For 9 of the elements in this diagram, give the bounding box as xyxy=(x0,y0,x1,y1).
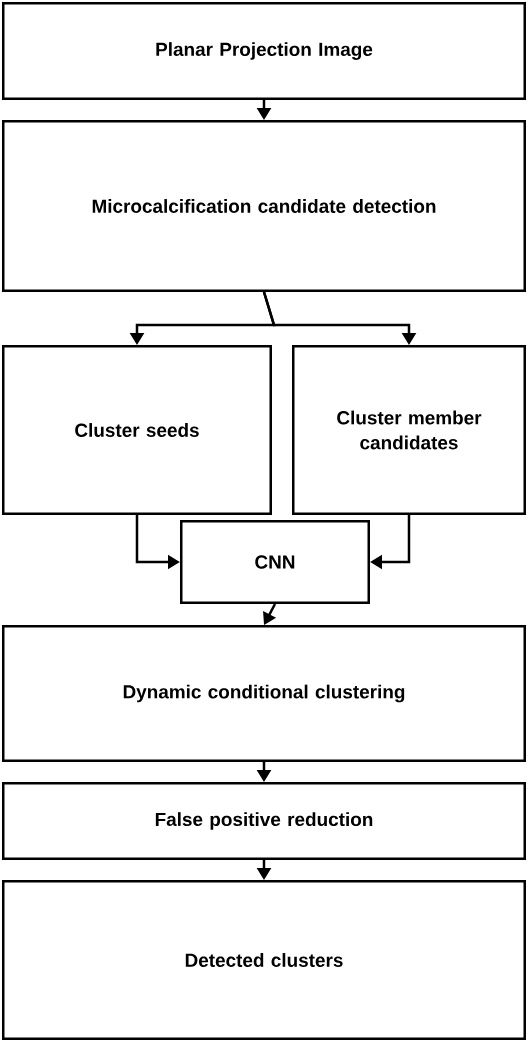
process-box: False positive reduction xyxy=(2,782,526,860)
process-box: Cluster seeds xyxy=(2,345,272,515)
process-box: Microcalcification candidate detection xyxy=(2,120,526,292)
process-box: Planar Projection Image xyxy=(2,2,526,100)
process-box: Cluster member candidates xyxy=(292,345,526,515)
process-box: CNN xyxy=(180,520,370,604)
process-box: Detected clusters xyxy=(2,880,526,1040)
arrow xyxy=(263,603,277,625)
process-box: Dynamic conditional clustering xyxy=(2,625,526,762)
